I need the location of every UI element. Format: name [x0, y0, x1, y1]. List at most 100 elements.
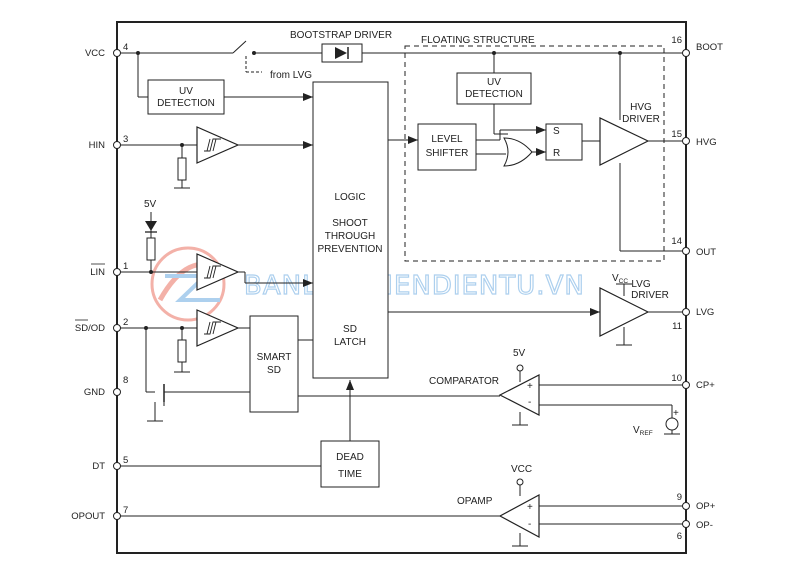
pin-num-gnd: 8 [123, 375, 128, 386]
pin-label-gnd: GND [84, 387, 105, 398]
uv-left-line1: UV [179, 86, 193, 97]
dead-time-line2: TIME [338, 469, 362, 480]
pin-num-hin: 3 [123, 134, 128, 145]
vref-plus: + [673, 408, 679, 419]
level-shifter-line2: SHIFTER [426, 148, 469, 159]
pin-num-lvg: 11 [672, 321, 682, 332]
lin-pullup-resistor [146, 237, 156, 261]
smart-sd-block [249, 315, 299, 413]
lin-5v-label: 5V [144, 199, 157, 210]
pin-label-op-minus: OP- [696, 520, 713, 531]
logic-line3: THROUGH [325, 231, 376, 242]
uv-right-line1: UV [487, 77, 501, 88]
comparator-label: COMPARATOR [429, 376, 499, 387]
bootstrap-diode [321, 43, 363, 63]
lvg-driver-amplifier [599, 287, 650, 337]
junction-dots [136, 51, 622, 330]
pin-label-boot: BOOT [696, 42, 723, 53]
uv-right-line2: DETECTION [465, 89, 523, 100]
pin-label-hvg: HVG [696, 137, 717, 148]
comparator-5v-label: 5V [513, 348, 526, 359]
dead-time-block [320, 440, 380, 488]
pin-label-sd-od: SD/OD [75, 323, 105, 334]
opamp-plus: + [527, 502, 533, 513]
opamp-minus: - [528, 519, 531, 530]
logic-line4: PREVENTION [317, 244, 382, 255]
pin-label-hin: HIN [89, 140, 106, 151]
pin-num-opout: 7 [123, 505, 128, 516]
dead-time-line1: DEAD [336, 452, 364, 463]
comparator-amplifier [498, 374, 540, 416]
floating-structure-label: FLOATING STRUCTURE [421, 35, 535, 46]
watermark-logo-ring [150, 246, 226, 322]
hvg-driver-line2: DRIVER [622, 114, 660, 125]
smart-sd-line1: SMART [257, 352, 292, 363]
sd-schmitt-buffer [196, 309, 240, 347]
pin-num-lin: 1 [123, 261, 128, 272]
watermark-text: BANLINHKIENDIENTU.VN [244, 271, 585, 301]
pin-label-out: OUT [696, 247, 716, 258]
hvg-driver-amplifier [599, 117, 650, 166]
pin-label-cp-plus: CP+ [696, 380, 715, 391]
sd-latch-line2: LATCH [334, 337, 366, 348]
pin-label-dt: DT [92, 461, 105, 472]
opamp-vcc-node [516, 478, 524, 486]
pin-label-opout: OPOUT [71, 511, 105, 522]
arrowheads [303, 93, 600, 390]
vref-label: VREF [633, 425, 653, 437]
logic-block [312, 81, 389, 379]
pin-num-cp-plus: 10 [671, 373, 682, 384]
sr-latch-block [545, 123, 583, 161]
comparator-minus: - [528, 397, 531, 408]
chip-outline [116, 21, 687, 554]
from-lvg-label: from LVG [270, 70, 312, 81]
uv-left-line2: DETECTION [157, 98, 215, 109]
lvg-vcc-label: VCC [612, 273, 628, 285]
pin-num-vcc: 4 [123, 42, 128, 53]
uv-detection-block-right [456, 72, 532, 105]
pin-num-dt: 5 [123, 455, 128, 466]
level-shifter-line1: LEVEL [431, 134, 463, 145]
uv-detection-block-left [147, 79, 225, 115]
comparator-5v-node [516, 364, 524, 372]
pin-num-boot: 16 [671, 35, 682, 46]
switch-contact [252, 51, 256, 55]
level-shifter-block [417, 123, 477, 171]
smart-sd-line2: SD [267, 365, 281, 376]
bootstrap-driver-label: BOOTSTRAP DRIVER [290, 30, 392, 41]
sd-latch-line1: SD [343, 324, 357, 335]
comparator-plus: + [527, 381, 533, 392]
pin-circles [113, 49, 690, 528]
opamp-label: OPAMP [457, 496, 493, 507]
opamp-vcc-label: VCC [511, 464, 532, 475]
floating-structure-box [404, 45, 665, 262]
pin-label-vcc: VCC [85, 48, 105, 59]
pin-num-out: 14 [671, 236, 682, 247]
pin-num-hvg: 15 [671, 129, 682, 140]
pin-label-op-plus: OP+ [696, 501, 716, 512]
pin-num-op-plus: 9 [677, 492, 682, 503]
lin-schmitt-buffer [196, 253, 240, 291]
lvg-driver-line1: LVG [631, 279, 650, 290]
opamp-amplifier [498, 493, 540, 539]
watermark-logo-z [165, 274, 220, 302]
latch-r-label: R [553, 148, 560, 159]
pin-label-lvg: LVG [696, 307, 714, 318]
logic-line1: LOGIC [334, 192, 365, 203]
hvg-driver-line1: HVG [630, 102, 652, 113]
latch-s-label: S [553, 126, 560, 137]
pin-num-sd-od: 2 [123, 317, 128, 328]
pin-label-lin: LIN [90, 267, 105, 278]
pin-num-op-minus: 6 [677, 531, 682, 542]
lin-pullup-diode [145, 221, 157, 233]
hin-pulldown-resistor [177, 157, 187, 181]
sd-pulldown-resistor [177, 339, 187, 363]
vref-source [665, 417, 679, 431]
or-gate [503, 137, 533, 167]
logic-line2: SHOOT [332, 218, 368, 229]
watermark: BANLINHKIENDIENTU.VN [150, 246, 585, 322]
hin-schmitt-buffer [196, 126, 240, 164]
lvg-driver-line2: DRIVER [631, 290, 669, 301]
